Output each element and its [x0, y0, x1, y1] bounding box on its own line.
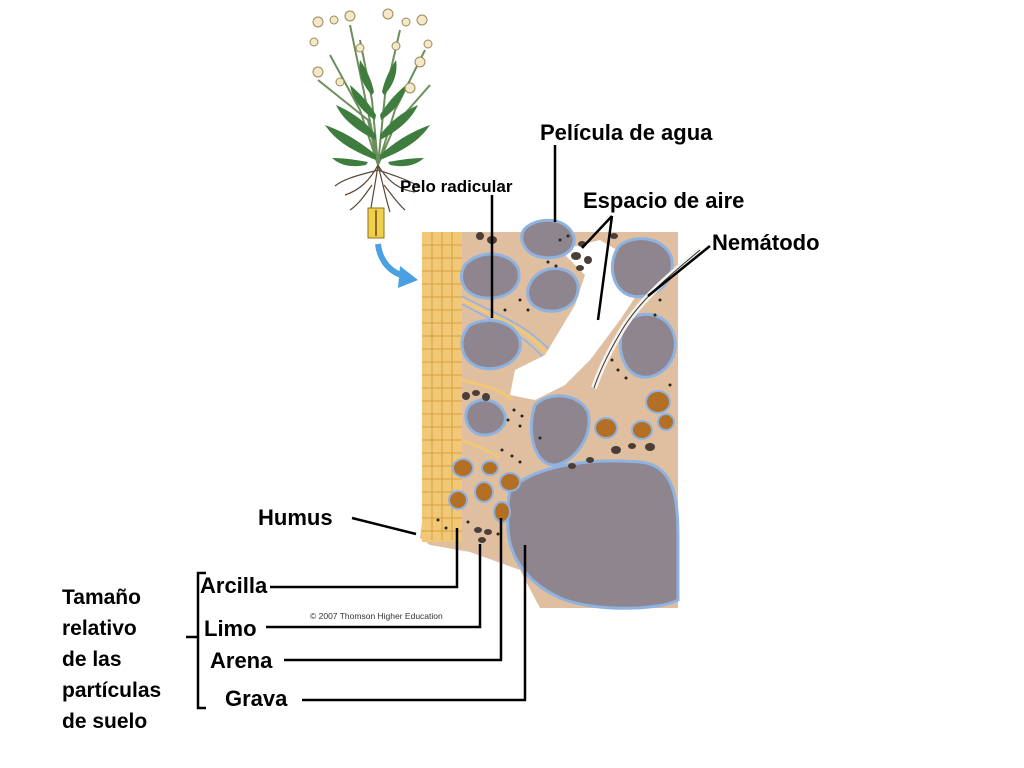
plant-icon	[309, 8, 433, 239]
label-silt: Limo	[204, 616, 257, 641]
label-clay: Arcilla	[200, 573, 268, 598]
label-root-hair: Pelo radicular	[400, 177, 513, 196]
label-humus: Humus	[258, 505, 333, 530]
label-nematode: Nemátodo	[712, 230, 820, 255]
label-air-space: Espacio de aire	[583, 188, 745, 213]
sand-particles	[448, 390, 675, 523]
clay-particles	[436, 234, 672, 536]
gravel-particles	[460, 218, 680, 610]
group-line: de suelo	[62, 710, 148, 733]
label-particle-size-group: Tamaño relativo de las partículas de sue…	[62, 582, 161, 737]
group-line: de las	[62, 648, 122, 671]
label-sand: Arena	[210, 648, 273, 673]
air-space	[510, 240, 640, 400]
leader-lines	[186, 145, 711, 710]
label-water-film: Película de agua	[540, 120, 713, 145]
group-line: Tamaño	[62, 586, 141, 609]
copyright-text: © 2007 Thomson Higher Education	[310, 611, 443, 621]
label-gravel: Grava	[225, 686, 288, 711]
group-line: partículas	[62, 679, 162, 702]
group-line: relativo	[62, 617, 137, 640]
